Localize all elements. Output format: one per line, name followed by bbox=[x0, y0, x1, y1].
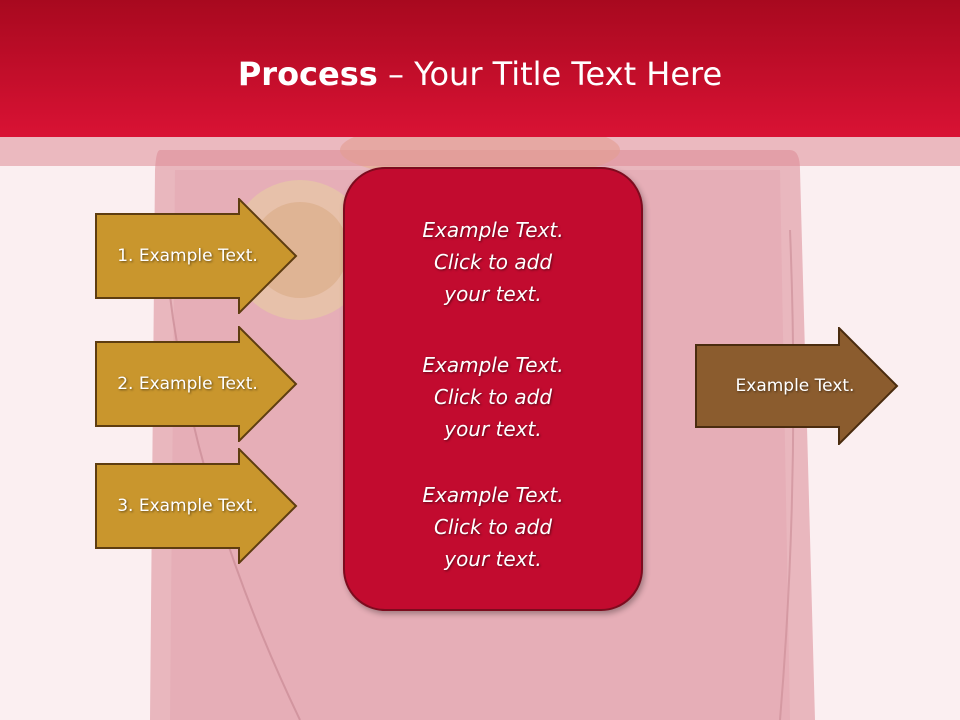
para-line: your text. bbox=[444, 282, 542, 306]
input-arrow-2[interactable]: 2. Example Text. bbox=[95, 326, 299, 442]
header-bar bbox=[0, 0, 960, 137]
arrow-right-icon bbox=[95, 448, 298, 564]
para-line: Click to add bbox=[433, 385, 553, 409]
para-line: Example Text. bbox=[422, 353, 564, 377]
input-arrow-label: 3. Example Text. bbox=[117, 496, 258, 516]
title-rest: – Your Title Text Here bbox=[377, 55, 723, 93]
para-line: your text. bbox=[444, 417, 542, 441]
input-arrow-label: 2. Example Text. bbox=[117, 374, 258, 394]
output-arrow-label: Example Text. bbox=[735, 376, 855, 396]
center-paragraph-2: Example Text. Click to add your text. bbox=[345, 349, 641, 445]
para-line: Click to add bbox=[433, 515, 553, 539]
center-paragraph-3: Example Text. Click to add your text. bbox=[345, 479, 641, 575]
center-paragraph-1: Example Text. Click to add your text. bbox=[345, 214, 641, 310]
para-line: your text. bbox=[444, 547, 542, 571]
center-text-box[interactable]: Example Text. Click to add your text. Ex… bbox=[343, 167, 643, 611]
para-line: Example Text. bbox=[422, 483, 564, 507]
title-bold: Process bbox=[237, 55, 378, 93]
arrow-right-icon bbox=[95, 326, 298, 442]
arrow-right-icon bbox=[95, 198, 298, 314]
para-line: Example Text. bbox=[422, 218, 564, 242]
slide-title: Process – Your Title Text Here bbox=[0, 52, 960, 96]
input-arrow-label: 1. Example Text. bbox=[117, 246, 258, 266]
input-arrow-1[interactable]: 1. Example Text. bbox=[95, 198, 299, 314]
input-arrow-3[interactable]: 3. Example Text. bbox=[95, 448, 299, 564]
arrow-right-icon bbox=[695, 327, 899, 445]
para-line: Click to add bbox=[433, 250, 553, 274]
header-band bbox=[0, 137, 960, 166]
output-arrow[interactable]: Example Text. bbox=[695, 327, 899, 445]
